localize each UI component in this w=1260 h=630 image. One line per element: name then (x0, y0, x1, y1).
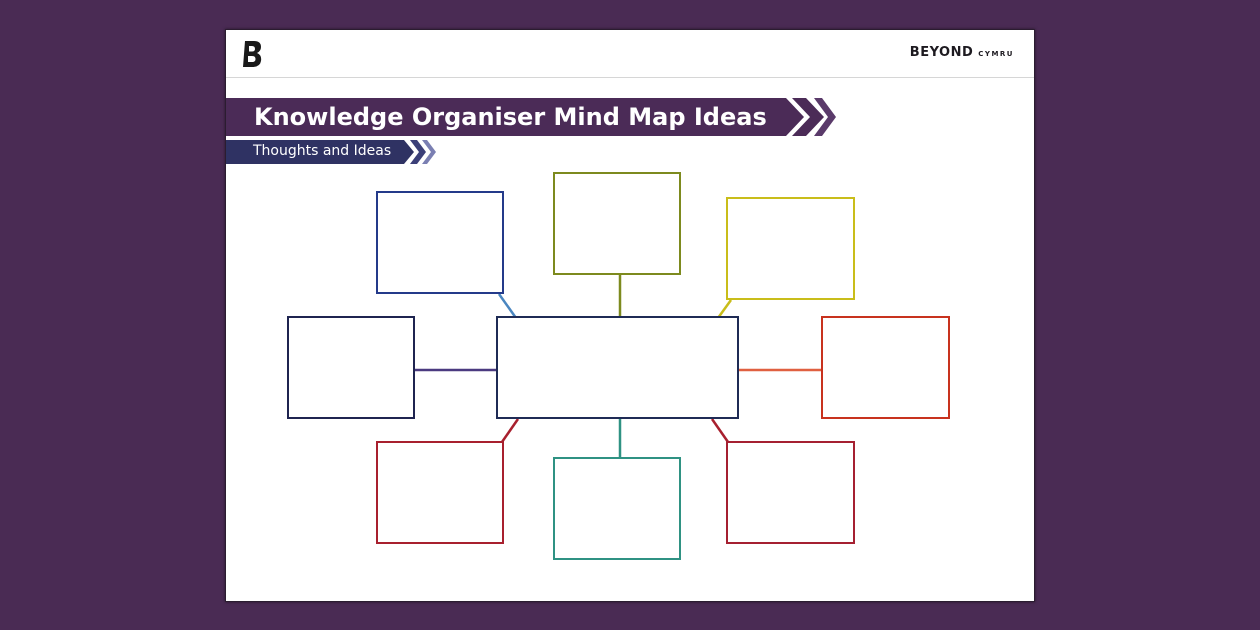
worksheet-title: Knowledge Organiser Mind Map Ideas (254, 103, 767, 131)
mind-map-box-center[interactable] (496, 316, 739, 419)
mind-map-box-bottom-left[interactable] (376, 441, 504, 544)
beyond-logo-icon (243, 41, 262, 67)
beyond-cymru-brand: BEYOND CYMRU (910, 45, 1014, 60)
mind-map-box-top-left[interactable] (376, 191, 504, 294)
brand-name: BEYOND (909, 45, 974, 60)
mind-map-box-bottom[interactable] (553, 457, 681, 560)
mind-map-box-right[interactable] (821, 316, 950, 419)
connector-bottom-right (710, 418, 730, 443)
connector-top-left (497, 293, 518, 319)
worksheet-subtitle: Thoughts and Ideas (253, 143, 392, 159)
brand-region: CYMRU (978, 50, 1014, 58)
mind-map-box-top-right[interactable] (726, 197, 855, 300)
connector-top-right (716, 299, 733, 319)
connector-bottom-left (500, 418, 520, 443)
subtitle-banner (226, 140, 436, 164)
title-banner (226, 98, 836, 136)
mind-map-connectors (415, 274, 823, 458)
mind-map-box-top[interactable] (553, 172, 681, 275)
worksheet-page: BEYOND CYMRU Knowledge Organiser Mind Ma… (225, 29, 1035, 602)
mind-map-box-left[interactable] (287, 316, 415, 419)
mind-map-box-bottom-right[interactable] (726, 441, 855, 544)
worksheet-header: BEYOND CYMRU (226, 30, 1034, 78)
